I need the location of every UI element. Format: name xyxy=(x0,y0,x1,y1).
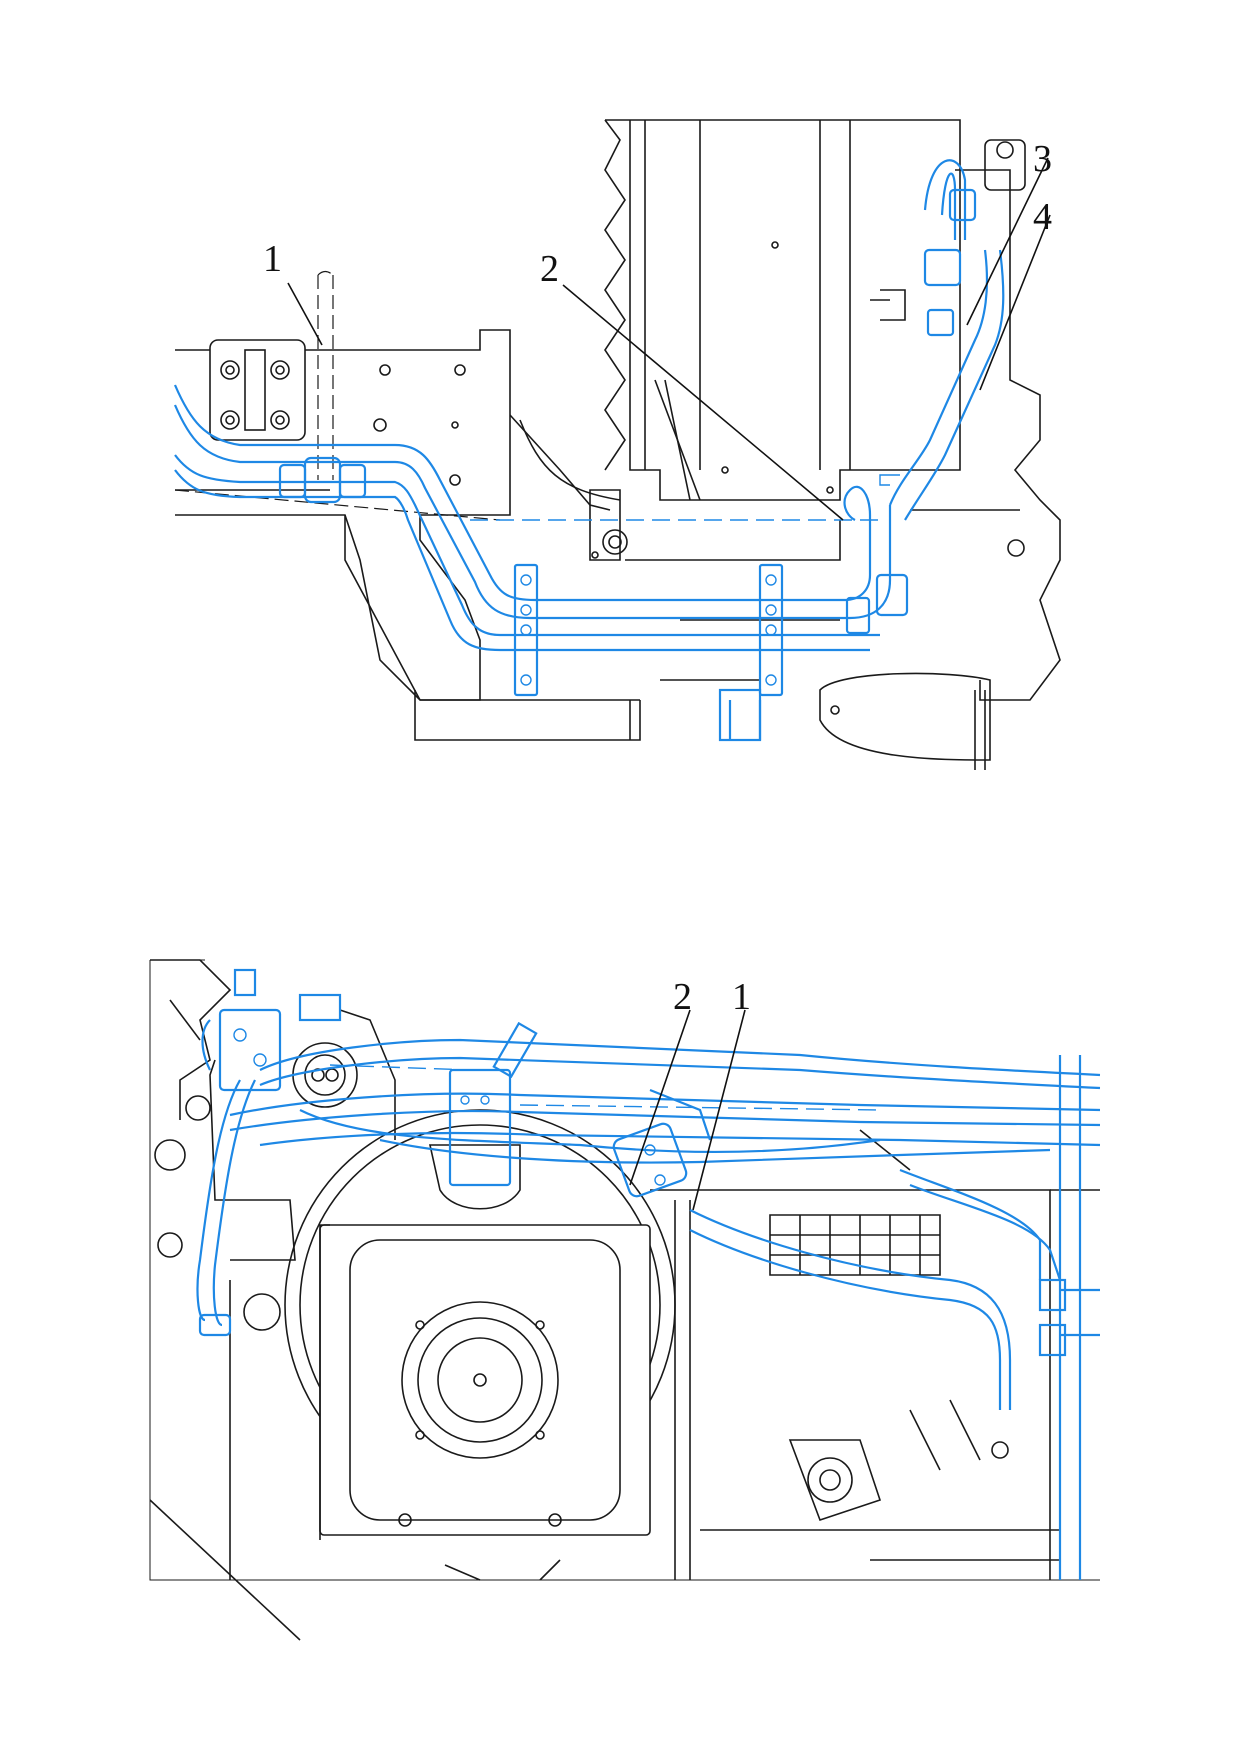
lower-assembly xyxy=(589,489,841,740)
flywheel-housing xyxy=(284,1109,676,1581)
leader-lines xyxy=(287,157,1051,521)
figure-bottom: 2 1 xyxy=(0,940,1240,1660)
callout-label: 2 xyxy=(540,248,559,290)
bottom-drawing xyxy=(149,959,1101,1641)
valve-block-left xyxy=(149,959,396,1641)
callout-label: 1 xyxy=(732,976,751,1018)
vertical-tube-item-1 xyxy=(317,270,334,480)
engine-block xyxy=(604,119,1061,770)
pipe-bundle xyxy=(173,159,1005,742)
callout-label: 4 xyxy=(1033,196,1052,238)
cooling-grid xyxy=(769,1214,941,1276)
top-drawing xyxy=(173,119,1061,770)
callout-label: 2 xyxy=(673,976,692,1018)
figure-top: 1 2 3 4 xyxy=(0,0,1240,800)
transmission-casing xyxy=(650,1129,1100,1580)
callout-label: 3 xyxy=(1033,138,1052,180)
mounting-bracket xyxy=(209,339,466,486)
callout-label: 1 xyxy=(263,238,282,280)
hose-bundle xyxy=(196,968,1101,1580)
leader-lines xyxy=(629,1009,746,1211)
